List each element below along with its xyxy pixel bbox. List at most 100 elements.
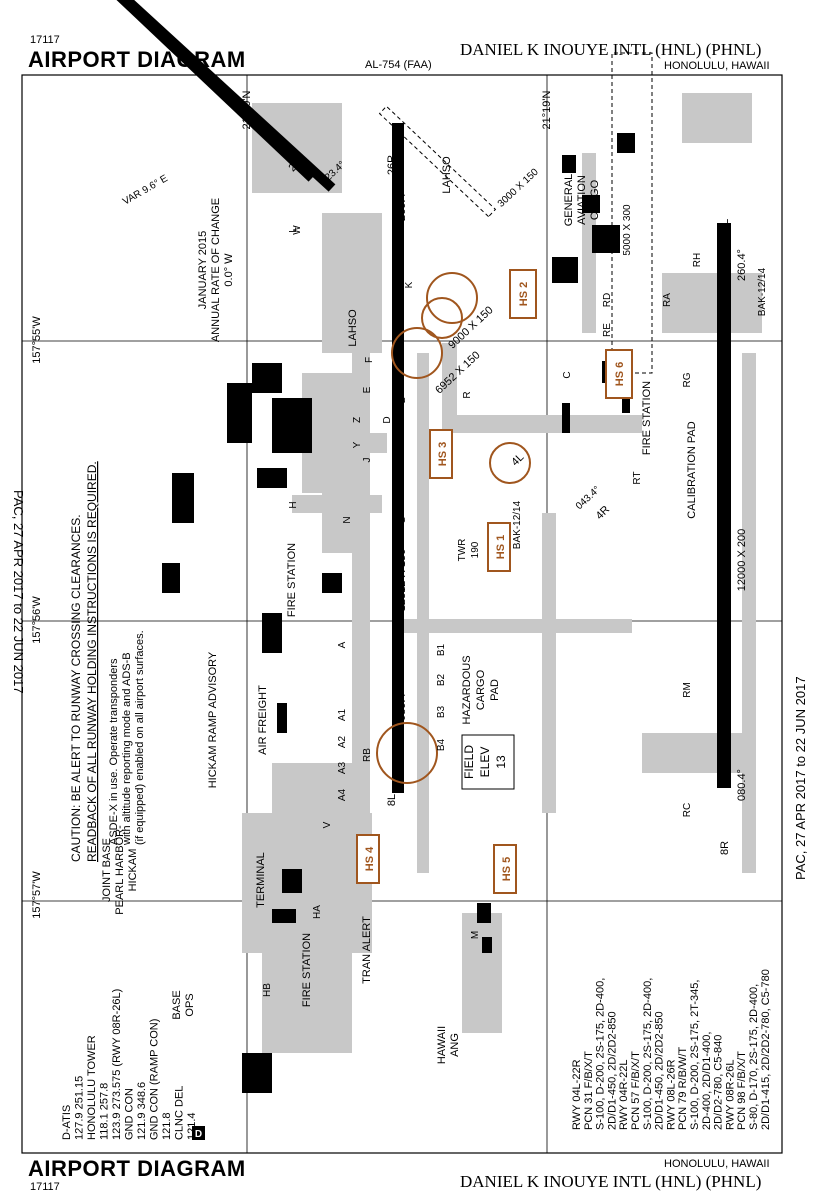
runway-data-line: 2D/D1-415, 2D/2D2-780, C5-780 bbox=[760, 969, 772, 1130]
hotspot-hs4: HS 4 bbox=[356, 834, 380, 884]
taxiway-label: D bbox=[382, 416, 393, 423]
taxiway-label: RM bbox=[682, 682, 693, 698]
taxiway-label: A3 bbox=[337, 761, 348, 774]
lahso-1: LAHSO bbox=[441, 156, 453, 194]
rwy-04w-dims: 3000 X 150 bbox=[496, 166, 541, 209]
jbphh-3: HICKAM bbox=[127, 849, 139, 892]
hotspot-hs2: HS 2 bbox=[509, 269, 537, 319]
frequency-line: GND CON bbox=[124, 1088, 136, 1140]
frequency-line: 118.1 257.8 bbox=[99, 1083, 111, 1140]
fire-station-east: FIRE STATION bbox=[641, 381, 653, 455]
buildings bbox=[162, 133, 635, 1093]
taxiway-label: A bbox=[337, 641, 348, 648]
svg-text:HS 2: HS 2 bbox=[518, 282, 530, 306]
lat-top: 21°20'N bbox=[241, 90, 253, 129]
taxiway-label: B bbox=[397, 396, 408, 403]
mag-note-2: ANNUAL RATE OF CHANGE bbox=[210, 198, 222, 342]
mag-var: VAR 9.6° E bbox=[121, 173, 170, 208]
frequency-line: HONOLULU TOWER bbox=[86, 1035, 98, 1140]
runway-data-line: S-100, D-200, 2S-175, 2T-345, bbox=[689, 980, 701, 1130]
runway-08l-26r bbox=[392, 123, 404, 793]
rwy-08w-dims: 5000 X 300 bbox=[622, 204, 633, 256]
taxiway-label: RD bbox=[602, 293, 613, 307]
lon-1: 157°57'W bbox=[31, 871, 43, 919]
asde-line: with altitude reporting mode and ADS-B bbox=[121, 652, 133, 846]
taxiway-label: V bbox=[322, 821, 333, 828]
base-ops-2: OPS bbox=[184, 993, 196, 1016]
taxiway-label: HB bbox=[262, 983, 273, 997]
taxiway-label: B4 bbox=[436, 738, 447, 751]
asde-line: ASDE-X in use. Operate transponders bbox=[108, 658, 120, 845]
rwy-08l-dims: 12312 X 150 bbox=[396, 549, 408, 611]
gen-av-2: AVIATION bbox=[576, 175, 588, 225]
taxiway-label: S bbox=[392, 441, 403, 448]
runway-data-line: PCN 98 F/B/X/T bbox=[736, 1051, 748, 1130]
runway-data-line: 2D/D1-450, 2D/2D2-850 bbox=[654, 1011, 666, 1130]
rwy-08l-hdg: 080.4° bbox=[396, 689, 408, 721]
hazardous-cargo-2: CARGO bbox=[475, 669, 487, 710]
gen-av-3: CARGO bbox=[589, 179, 601, 220]
city-bottom: HONOLULU, HAWAII bbox=[664, 1158, 770, 1170]
frequency-line: CLNC DEL bbox=[174, 1086, 186, 1140]
procedure-id: AL-754 (FAA) bbox=[365, 59, 432, 71]
bak-1: BAK-12/14 bbox=[512, 500, 523, 549]
effective-dates-left: PAC, 27 APR 2017 to 22 JUN 2017 bbox=[11, 490, 26, 694]
effective-dates-right: PAC, 27 APR 2017 to 22 JUN 2017 bbox=[793, 676, 808, 880]
runways bbox=[7, 0, 731, 793]
taxiway-label: RA bbox=[662, 293, 673, 307]
rwy-26l-end: 26L bbox=[719, 219, 731, 237]
frequency-line: GND CON (RAMP CON) bbox=[149, 1019, 161, 1140]
air-freight: AIR FREIGHT bbox=[257, 685, 269, 755]
taxiway-label: Z bbox=[352, 417, 363, 423]
runway-data-line: 2D-400, 2D/D1-400, bbox=[701, 1032, 713, 1130]
hotspot-circles bbox=[376, 272, 531, 784]
lon-2: 157°56'W bbox=[31, 596, 43, 644]
frequency-line: 123.9 273.575 (RWY 08R-26L) bbox=[111, 989, 123, 1140]
taxiway-label: N bbox=[342, 516, 353, 523]
taxiway-label: H bbox=[288, 501, 299, 508]
hotspot-hs6: HS 6 bbox=[605, 349, 633, 399]
svg-text:HS 3: HS 3 bbox=[437, 442, 449, 466]
atis-badge: D bbox=[195, 1129, 202, 1140]
runway-data-line: PCN 79 R/B/W/T bbox=[677, 1047, 689, 1130]
runway-data-line: PCN 31 F/B/X/T bbox=[583, 1051, 595, 1130]
calibration-pad: CALIBRATION PAD bbox=[686, 421, 698, 518]
rwy-08l-end: 8L bbox=[386, 794, 398, 806]
runway-data-line: S-100, D-200, 2S-175, 2D-400, bbox=[595, 978, 607, 1130]
runway-data-line: S-100, D-200, 2S-175, 2D-400, bbox=[642, 978, 654, 1130]
hotspot-hs1: HS 1 bbox=[487, 522, 511, 572]
taxiway-label: RE bbox=[602, 323, 613, 337]
airport-name-bottom: DANIEL K INOUYE INTL (HNL) (PHNL) bbox=[460, 1172, 762, 1191]
runway-04r-22l bbox=[7, 0, 336, 192]
atis-badge-box bbox=[192, 1126, 205, 1140]
rwy-08r-dims: 12000 X 200 bbox=[736, 529, 748, 591]
fire-station-west: FIRE STATION bbox=[301, 933, 313, 1007]
rwy-26l-hdg: 260.4° bbox=[736, 249, 748, 281]
tran-alert: TRAN ALERT bbox=[361, 916, 373, 984]
taxiway-label: A1 bbox=[337, 708, 348, 721]
hawaii-ang-2: ANG bbox=[449, 1033, 461, 1057]
taxiway-label: W bbox=[292, 225, 303, 235]
taxiway-label: K bbox=[404, 281, 415, 288]
rwy-26r-end: 26R bbox=[386, 155, 398, 175]
mag-note-1: JANUARY 2015 bbox=[197, 231, 209, 309]
svg-text:HS 6: HS 6 bbox=[614, 362, 626, 386]
taxiway-label: T bbox=[392, 767, 403, 773]
bak-2: BAK-12/14 bbox=[757, 267, 768, 316]
rwy-04r-dims: 9000 X 150 bbox=[446, 304, 495, 351]
runway-data-line: RWY 04L-22R bbox=[571, 1059, 583, 1130]
chart-title-top: AIRPORT DIAGRAM bbox=[28, 47, 246, 72]
asde-line: (if equipped) enabled on all airport sur… bbox=[134, 630, 146, 845]
taxiway-label: RC bbox=[682, 803, 693, 817]
mag-note-3: 0.0° W bbox=[223, 253, 235, 287]
caution-line-2: READBACK OF ALL RUNWAY HOLDING INSTRUCTI… bbox=[85, 461, 99, 862]
airport-name-top: DANIEL K INOUYE INTL (HNL) (PHNL) bbox=[460, 40, 762, 59]
rwy-4r-end: 4R bbox=[594, 504, 612, 522]
rwy-08r-hdg: 080.4° bbox=[736, 769, 748, 801]
diagram-frame bbox=[21, 74, 783, 1154]
hotspot-hs3: HS 3 bbox=[429, 429, 453, 479]
jbphh-1: JOINT BASE bbox=[101, 838, 113, 902]
gen-av-1: GENERAL bbox=[563, 174, 575, 227]
